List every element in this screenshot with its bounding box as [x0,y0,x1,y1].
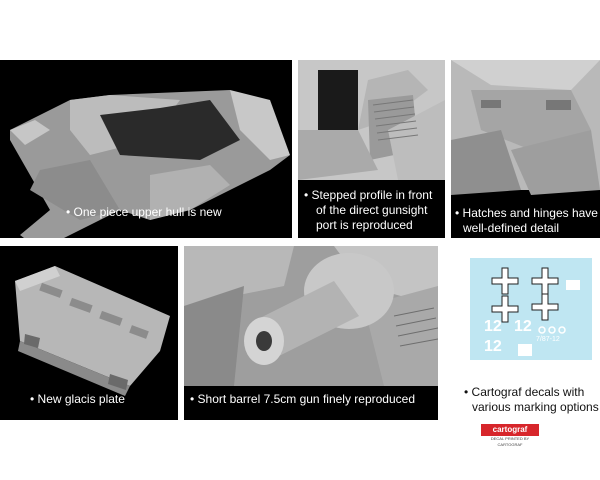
glacis-plate-render [15,266,170,396]
gunsight-port-caption: • Stepped profile in front of the direct… [304,188,433,232]
hatches-caption: • Hatches and hinges have well-defined d… [455,206,598,235]
decal-sheet-art [491,267,580,356]
decal-number-1: 12 [484,318,502,335]
hatches-render [451,60,600,195]
cartograf-logo: cartograf DECAL PRINTED BY CARTOGRAF [481,424,539,447]
gun-barrel-panel: • Short barrel 7.5cm gun finely reproduc… [184,246,438,420]
glacis-plate-panel: • New glacis plate [0,246,178,420]
gun-barrel-caption: • Short barrel 7.5cm gun finely reproduc… [190,392,415,406]
decals-caption: • Cartograf decals with various marking … [464,385,599,414]
gun-barrel-render [184,246,438,386]
hatches-panel: • Hatches and hinges have well-defined d… [451,60,600,238]
decal-number-2: 12 [514,318,532,335]
decal-code: 7/87-12 [536,336,560,343]
upper-hull-render [10,90,290,238]
upper-hull-caption: • One piece upper hull is new [66,205,222,219]
gunsight-port-render [298,60,445,180]
gunsight-port-panel: • Stepped profile in front of the direct… [298,60,445,238]
decal-sheet: 12 12 12 7/87-12 [470,258,592,360]
upper-hull-panel: • One piece upper hull is new [0,60,292,238]
glacis-plate-caption: • New glacis plate [30,392,125,406]
decal-number-3: 12 [484,338,502,355]
